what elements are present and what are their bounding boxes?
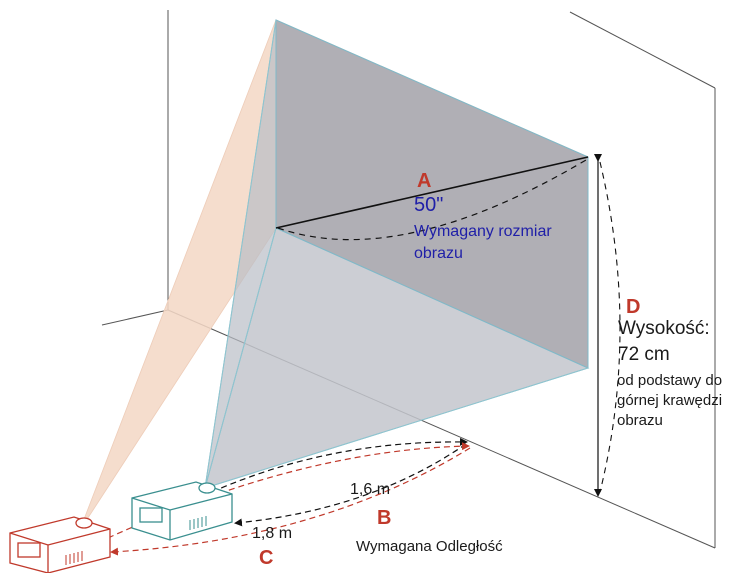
screen-size-caption-line2: obrazu [414, 245, 463, 262]
far-projector-beam-top [80, 20, 276, 530]
height-caption-line2: górnej krawędzi [617, 392, 723, 409]
label-d: D [626, 296, 641, 318]
distance-near-label: 1,6 m [350, 481, 391, 498]
label-a: A [417, 170, 432, 192]
height-value: 72 cm [618, 344, 670, 365]
screen-size-caption-line1: Wymagany rozmiar [414, 223, 552, 240]
floor-line [101, 309, 169, 326]
distance-arc-near-top [211, 437, 468, 493]
distance-far-label: 1,8 m [252, 525, 293, 542]
screen-diagonal-dashed-arc [277, 159, 587, 241]
screen-diagonal-line [275, 156, 589, 229]
right-wall-top [569, 11, 716, 89]
height-caption-line1: od podstawy do [617, 372, 723, 389]
label-c: C [259, 547, 274, 569]
far-projector-icon [9, 516, 111, 573]
height-caption-line3: obrazu [617, 412, 663, 429]
distance-caption: Wymagana Odległość [356, 538, 503, 555]
beam-edges [204, 19, 589, 489]
height-dashed-arc [599, 161, 621, 493]
distance-arc-near-bottom [234, 443, 467, 527]
distance-arc-far-bottom [110, 447, 471, 556]
height-title: Wysokość: [618, 318, 710, 339]
label-b: B [377, 507, 392, 529]
near-projector-icon [131, 481, 233, 541]
screen-size-value: 50" [414, 194, 444, 216]
